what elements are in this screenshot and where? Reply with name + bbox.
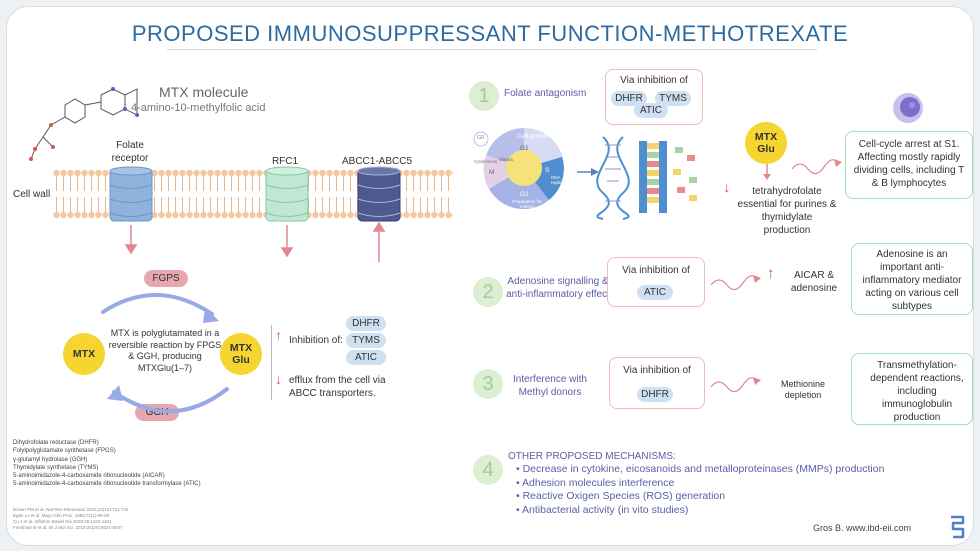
- arrow-to-dna-icon: [577, 168, 599, 176]
- mech2-increase-icon: ↑: [767, 265, 775, 282]
- abbreviation-item: Folylpolyglutamate synthetase (FPGS): [13, 448, 116, 455]
- mechanism-2-number: 2: [473, 277, 503, 307]
- mechanism-4-number: 4: [473, 455, 503, 485]
- intestine-logo-icon: [951, 515, 965, 539]
- reference-item: Brown PM et al. Nat Rev Rheumatol 2016;1…: [13, 507, 129, 512]
- list-item: • Reactive Oxigen Species (ROS) generati…: [516, 490, 726, 502]
- infographic-frame: PROPOSED IMMUNOSUPPRESSANT FUNCTION-METH…: [6, 6, 974, 546]
- efflux-text: efflux from the cell via ABCC transporte…: [289, 375, 386, 399]
- polyglutamation-arrows: [101, 293, 229, 414]
- abbreviation-item: 5-aminoimidazole-4-carboxamide ribonucle…: [13, 473, 165, 480]
- mtx-molecule-icon: [29, 87, 139, 161]
- mech3-wave-arrow: [710, 377, 761, 393]
- abcc-label: ABCC1-ABCC5: [341, 156, 413, 167]
- abbreviation-item: γ-glutamyl hydrolase (GGH): [13, 456, 88, 463]
- dna-replication-icon: [596, 136, 697, 220]
- list-item: • Decrease in cytokine, eicosanoids and …: [516, 463, 885, 475]
- mech1-decrease-icon: ↓: [723, 179, 731, 196]
- cell-cycle-g2-sub: Preparation for mitosis: [512, 199, 542, 209]
- folate-receptor-shape: [109, 166, 153, 222]
- mech1-tyms-pill: TYMS: [655, 91, 691, 106]
- mechanism-2-label: Adenosine signalling & anti-inflammatory…: [506, 276, 610, 300]
- rfc1-shape: [265, 166, 309, 222]
- cell-cycle-title: Cell growth: [517, 133, 550, 140]
- credit-text: Gros B. www.ibd-eii.com: [813, 523, 912, 533]
- mtx-molecule-formula: 4-amino-10-methylfolic acid: [131, 102, 266, 114]
- mech1-effect-text: tetrahydrofolate essential for purines &…: [737, 186, 837, 236]
- reference-item: Cu J et al. Inflamm Bowel Dis 2020;26:11…: [13, 519, 112, 524]
- mech3-result-box: Transmethylation-dependent reactions, in…: [851, 353, 973, 425]
- mech2-atic-pill: ATIC: [637, 285, 673, 300]
- down-arrow-icon: ↓: [275, 371, 282, 387]
- cell-cycle-s-label: S: [545, 167, 550, 174]
- mechanism-3-label: Interference with Methyl donors: [513, 374, 587, 398]
- cell-cycle-m-label: M: [489, 169, 495, 176]
- mechanism-4-list: • Decrease in cytokine, eicosanoids and …: [516, 463, 936, 517]
- mtx-molecule-name: MTX molecule: [159, 84, 249, 100]
- mechanism-3-number: 3: [473, 369, 503, 399]
- mech1-atic-pill: ATIC: [634, 103, 668, 118]
- polyglutamation-text: MTX is polyglutamated in a reversible re…: [108, 328, 222, 373]
- references-list: Brown PM et al. Nat Rev Rheumatol 2016;1…: [13, 507, 213, 531]
- abbreviation-item: Dihydrofolate reductase (DHFR): [13, 440, 99, 446]
- mech2-wave-arrow: [710, 275, 761, 291]
- abbreviation-item: Thymidylate synthetase (TYMS): [13, 464, 99, 471]
- reference-item: Friedman B et al. Int J Mol Sci. 2019;20…: [13, 525, 123, 530]
- abbreviations-list: Dihydrofolate reductase (DHFR) Folylpoly…: [13, 439, 253, 489]
- mech3-dhfr-pill: DHFR: [637, 387, 673, 402]
- lymphocyte-icon: [893, 93, 923, 123]
- reference-item: Egan LJ et al. Mayo Clin Proc. 1999;71(1…: [13, 513, 110, 518]
- cell-cycle-g0-label: G0: [477, 135, 485, 141]
- cell-cycle-m-sub: Mitosis: [499, 157, 514, 162]
- abcc-transporter-shape: [357, 166, 401, 222]
- list-item: • Antibacterial activity (in vito studie…: [516, 503, 689, 516]
- title-divider: [167, 49, 817, 50]
- mech1-result-box: Cell-cycle arrest at S1. Affecting mostl…: [845, 131, 973, 199]
- mech1-dhfr-pill: DHFR: [611, 91, 647, 106]
- mech2-result-box: Adenosine is an important anti-inflammat…: [851, 243, 973, 315]
- page-title: PROPOSED IMMUNOSUPPRESSANT FUNCTION-METH…: [131, 21, 849, 46]
- mech1-wave-arrow: [791, 159, 842, 175]
- abbreviation-item: 5-aminoimidazole-4-carboxamide ribonucle…: [13, 481, 201, 488]
- mechanism-1-label: Folate antagonism: [504, 88, 587, 99]
- inhibition-bracket: [271, 325, 275, 400]
- membrane-arrows: [124, 221, 386, 262]
- cell-cycle-g2-label: G2: [520, 191, 529, 198]
- cell-cycle-diagram: [473, 128, 564, 209]
- cell-wall-label: Cell wall: [13, 189, 51, 200]
- mech2-effect-text: AICAR & adenosine: [790, 270, 838, 294]
- mech1-down-arrow: [763, 164, 771, 180]
- fgps-pill: FGPS: [144, 270, 188, 287]
- enzyme-tyms-pill: TYMS: [346, 333, 386, 348]
- rfc1-label: RFC1: [271, 156, 299, 167]
- up-arrow-icon: ↑: [275, 327, 282, 343]
- enzyme-dhfr-pill: DHFR: [346, 316, 386, 331]
- mechanism-4-heading: OTHER PROPOSED MECHANISMS:: [508, 451, 676, 462]
- mech3-effect-text: Methionine depletion: [780, 379, 826, 400]
- inhibition-label: Inhibition of:: [289, 335, 343, 346]
- cell-cycle-cyto-label: Cytokinesis: [474, 159, 498, 164]
- mechanism-1-number: 1: [469, 81, 499, 111]
- enzyme-atic-pill: ATIC: [346, 350, 386, 365]
- list-item: • Adhesion molecules interference: [516, 476, 675, 489]
- mtx-badge: MTX: [63, 333, 105, 375]
- cell-cycle-g1-label: G1: [520, 145, 529, 152]
- cell-cycle-s-sub: DNA replication: [551, 175, 572, 185]
